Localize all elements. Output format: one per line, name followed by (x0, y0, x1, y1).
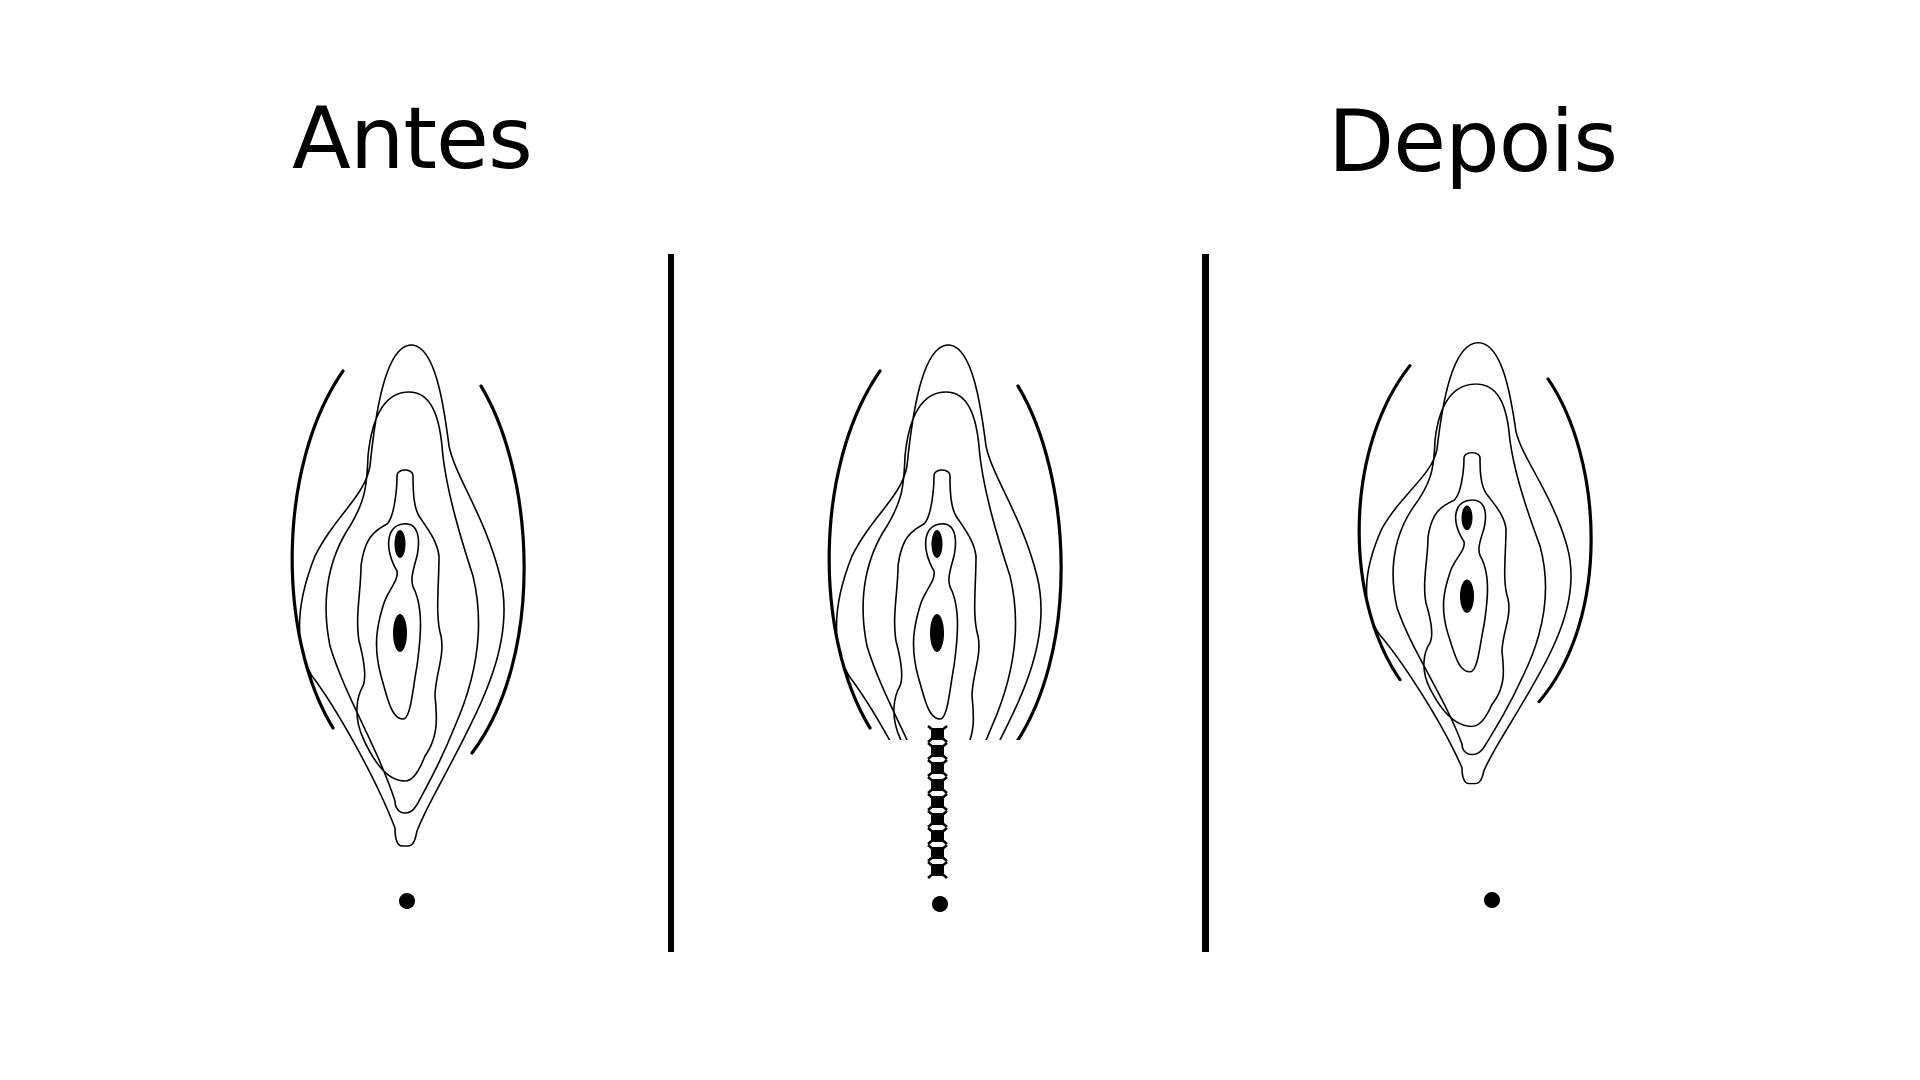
separator-left (668, 254, 674, 952)
anus-dot-before (399, 893, 415, 909)
anus-dot-procedure (932, 896, 948, 912)
sutures (926, 725, 949, 880)
figure-after (1357, 341, 1593, 786)
title-before: Antes (292, 89, 533, 189)
separator-right (1202, 254, 1209, 952)
figure-before (290, 343, 526, 848)
figure-procedure (827, 343, 1063, 740)
anus-dot-after (1484, 892, 1500, 908)
title-after: Depois (1328, 92, 1618, 192)
